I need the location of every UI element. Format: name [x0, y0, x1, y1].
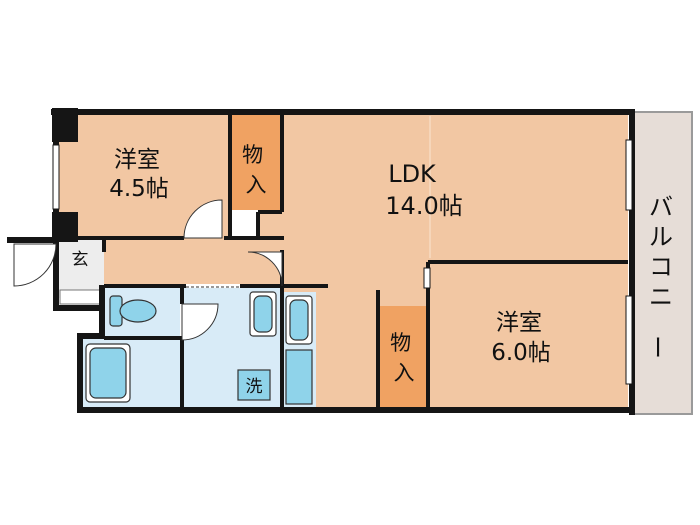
ldk-name: LDK [388, 160, 437, 188]
closet-1-char-2: 入 [246, 173, 267, 197]
balcony-char: ル [649, 223, 673, 251]
sink-icon [249, 291, 277, 337]
entrance-step [59, 289, 103, 305]
closet-1-char-1: 物 [242, 143, 263, 167]
pillar [52, 212, 78, 242]
entrance-label: 玄 [72, 250, 89, 270]
toilet-icon [109, 295, 157, 327]
ldk-size: 14.0帖 [385, 192, 462, 220]
bedroom-6-0-floor [430, 262, 628, 408]
entrance-floor [58, 238, 104, 298]
closet-2-label: 物 入 [390, 331, 418, 385]
hallway-floor [104, 238, 284, 284]
windows [52, 139, 633, 385]
balcony-char: ニ [649, 283, 673, 311]
closet-1-floor [230, 114, 284, 210]
bedroom-6-0-name: 洋室 [496, 310, 542, 336]
closet-2-char-1: 物 [390, 331, 411, 355]
bathtub-icon [85, 343, 131, 403]
balcony-char: バ [649, 193, 673, 221]
bedroom-4-5-size: 4.5帖 [109, 176, 169, 202]
closet-2-floor [380, 306, 428, 408]
washer-label: 洗 [246, 377, 263, 397]
bedroom-6-0-size: 6.0帖 [491, 340, 551, 366]
kitchen-sink-icon [285, 295, 313, 405]
balcony-char: ー [643, 335, 671, 359]
ldk-floor [280, 114, 628, 262]
closet-1-notch [258, 210, 284, 236]
balcony-area [629, 111, 693, 415]
pillar [52, 108, 78, 142]
door-swing-icon [13, 199, 283, 341]
balcony-char: コ [649, 253, 673, 281]
balcony-label: バルコニー [643, 193, 673, 359]
bedroom-4-5-name: 洋室 [114, 147, 160, 173]
closet-2-char-2: 入 [394, 361, 415, 385]
washing-machine-icon [237, 369, 271, 401]
closet-1-label: 物 入 [242, 143, 270, 197]
